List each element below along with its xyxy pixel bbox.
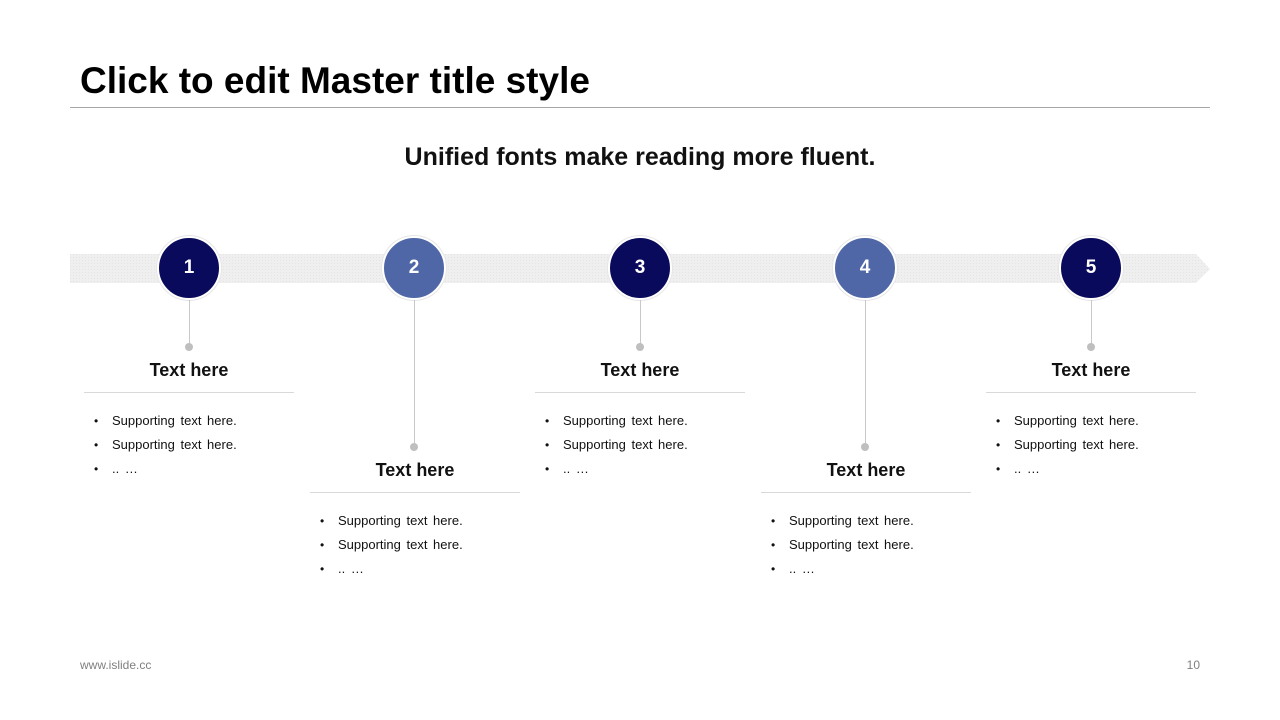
step-1-bullets: Supporting text here. Supporting text he… bbox=[84, 409, 294, 481]
list-item[interactable]: Supporting text here. bbox=[320, 533, 520, 557]
list-item[interactable]: .. … bbox=[545, 457, 745, 481]
title-divider bbox=[70, 107, 1210, 108]
list-item[interactable]: Supporting text here. bbox=[545, 409, 745, 433]
list-item[interactable]: .. … bbox=[996, 457, 1196, 481]
step-5-dot bbox=[1087, 343, 1095, 351]
step-5-bullets: Supporting text here. Supporting text he… bbox=[986, 409, 1196, 481]
step-2-circle: 2 bbox=[382, 236, 446, 300]
step-4-connector bbox=[865, 300, 866, 446]
list-item[interactable]: .. … bbox=[320, 557, 520, 581]
step-2-connector bbox=[414, 300, 415, 446]
step-3-connector bbox=[640, 300, 641, 346]
page-number: 10 bbox=[1186, 658, 1200, 672]
list-item[interactable]: Supporting text here. bbox=[320, 509, 520, 533]
step-4-card: Text here Supporting text here. Supporti… bbox=[761, 458, 971, 581]
step-4-rule bbox=[761, 492, 971, 493]
step-1-number: 1 bbox=[183, 257, 195, 278]
list-item[interactable]: Supporting text here. bbox=[94, 433, 294, 457]
step-2-dot bbox=[410, 443, 418, 451]
step-2-number: 2 bbox=[408, 257, 420, 278]
step-2-rule bbox=[310, 492, 520, 493]
list-item[interactable]: Supporting text here. bbox=[996, 433, 1196, 457]
step-3-card: Text here Supporting text here. Supporti… bbox=[535, 358, 745, 481]
list-item[interactable]: Supporting text here. bbox=[545, 433, 745, 457]
step-5-connector bbox=[1091, 300, 1092, 346]
list-item[interactable]: Supporting text here. bbox=[94, 409, 294, 433]
step-1-connector bbox=[189, 300, 190, 346]
step-5-card: Text here Supporting text here. Supporti… bbox=[986, 358, 1196, 481]
step-5-rule bbox=[986, 392, 1196, 393]
list-item[interactable]: .. … bbox=[771, 557, 971, 581]
step-1-circle: 1 bbox=[157, 236, 221, 300]
step-3-dot bbox=[636, 343, 644, 351]
list-item[interactable]: Supporting text here. bbox=[996, 409, 1196, 433]
step-4-title[interactable]: Text here bbox=[826, 460, 906, 480]
step-2-card: Text here Supporting text here. Supporti… bbox=[310, 458, 520, 581]
step-1-dot bbox=[185, 343, 193, 351]
footer-website: www.islide.cc bbox=[80, 658, 152, 672]
step-5-circle: 5 bbox=[1059, 236, 1123, 300]
step-4-dot bbox=[861, 443, 869, 451]
step-4-bullets: Supporting text here. Supporting text he… bbox=[761, 509, 971, 581]
step-3-number: 3 bbox=[634, 257, 646, 278]
step-3-title[interactable]: Text here bbox=[600, 360, 680, 380]
slide-subtitle[interactable]: Unified fonts make reading more fluent. bbox=[404, 143, 876, 171]
step-4-circle: 4 bbox=[833, 236, 897, 300]
step-5-number: 5 bbox=[1085, 257, 1097, 278]
step-2-title[interactable]: Text here bbox=[375, 460, 455, 480]
step-3-circle: 3 bbox=[608, 236, 672, 300]
slide-title[interactable]: Click to edit Master title style bbox=[80, 60, 590, 101]
step-1-card: Text here Supporting text here. Supporti… bbox=[84, 358, 294, 481]
step-3-bullets: Supporting text here. Supporting text he… bbox=[535, 409, 745, 481]
step-1-rule bbox=[84, 392, 294, 393]
list-item[interactable]: Supporting text here. bbox=[771, 533, 971, 557]
step-1-title[interactable]: Text here bbox=[149, 360, 229, 380]
step-4-number: 4 bbox=[859, 257, 871, 278]
step-2-bullets: Supporting text here. Supporting text he… bbox=[310, 509, 520, 581]
list-item[interactable]: .. … bbox=[94, 457, 294, 481]
list-item[interactable]: Supporting text here. bbox=[771, 509, 971, 533]
step-5-title[interactable]: Text here bbox=[1051, 360, 1131, 380]
step-3-rule bbox=[535, 392, 745, 393]
